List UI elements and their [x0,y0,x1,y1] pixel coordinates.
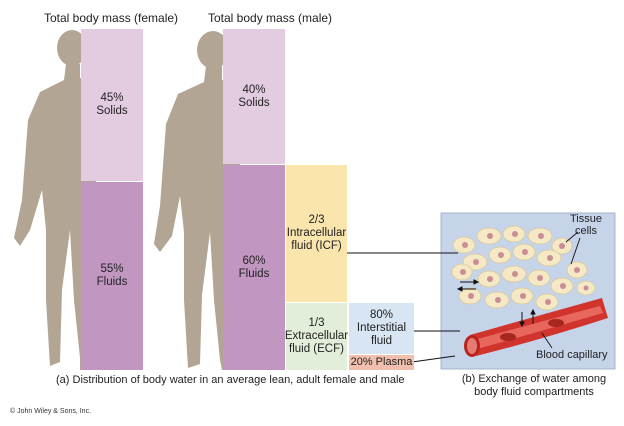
female-solids-label: 45% Solids [96,92,128,117]
female-fluids-bar: 55% Fluids [81,182,143,370]
ecf-bar: 1/3 Extracellular fluid (ECF) [284,303,349,370]
male-solids-label: 40% Solids [238,83,270,109]
male-fluids-label: 60% Fluids [238,254,270,280]
tissue-cells-group [451,225,596,311]
tissue-cells-label: Tissue cells [570,213,602,237]
interstitial-label: 80% Interstitial fluid [356,309,407,347]
ecf-label: 1/3 Extracellular fluid (ECF) [284,317,349,355]
female-silhouette [14,30,96,370]
male-solids-bar: 40% Solids [223,29,285,164]
plasma-bar: 20% Plasma [349,355,414,370]
exchange-arrows [456,279,536,328]
caption-b: (b) Exchange of water among body fluid c… [461,373,607,398]
copyright-notice: © John Wiley & Sons, Inc. [10,408,92,415]
icf-bar: 2/3 Intracellular fluid (ICF) [286,165,347,302]
male-fluids-bar: 60% Fluids [223,165,285,370]
connector-lines [347,231,581,363]
male-silhouette [154,31,240,370]
male-title: Total body mass (male) [208,11,333,25]
plasma-label: 20% Plasma [350,356,413,368]
icf-label: 2/3 Intracellular fluid (ICF) [286,214,347,252]
caption-a: (a) Distribution of body water in an ave… [56,374,405,386]
female-title: Total body mass (female) [44,11,179,25]
blood-capillary-label: Blood capillary [536,349,608,361]
female-solids-bar: 45% Solids [81,29,143,181]
female-fluids-label: 55% Fluids [96,263,128,288]
blood-capillary [464,298,608,357]
interstitial-bar: 80% Interstitial fluid [349,303,414,354]
